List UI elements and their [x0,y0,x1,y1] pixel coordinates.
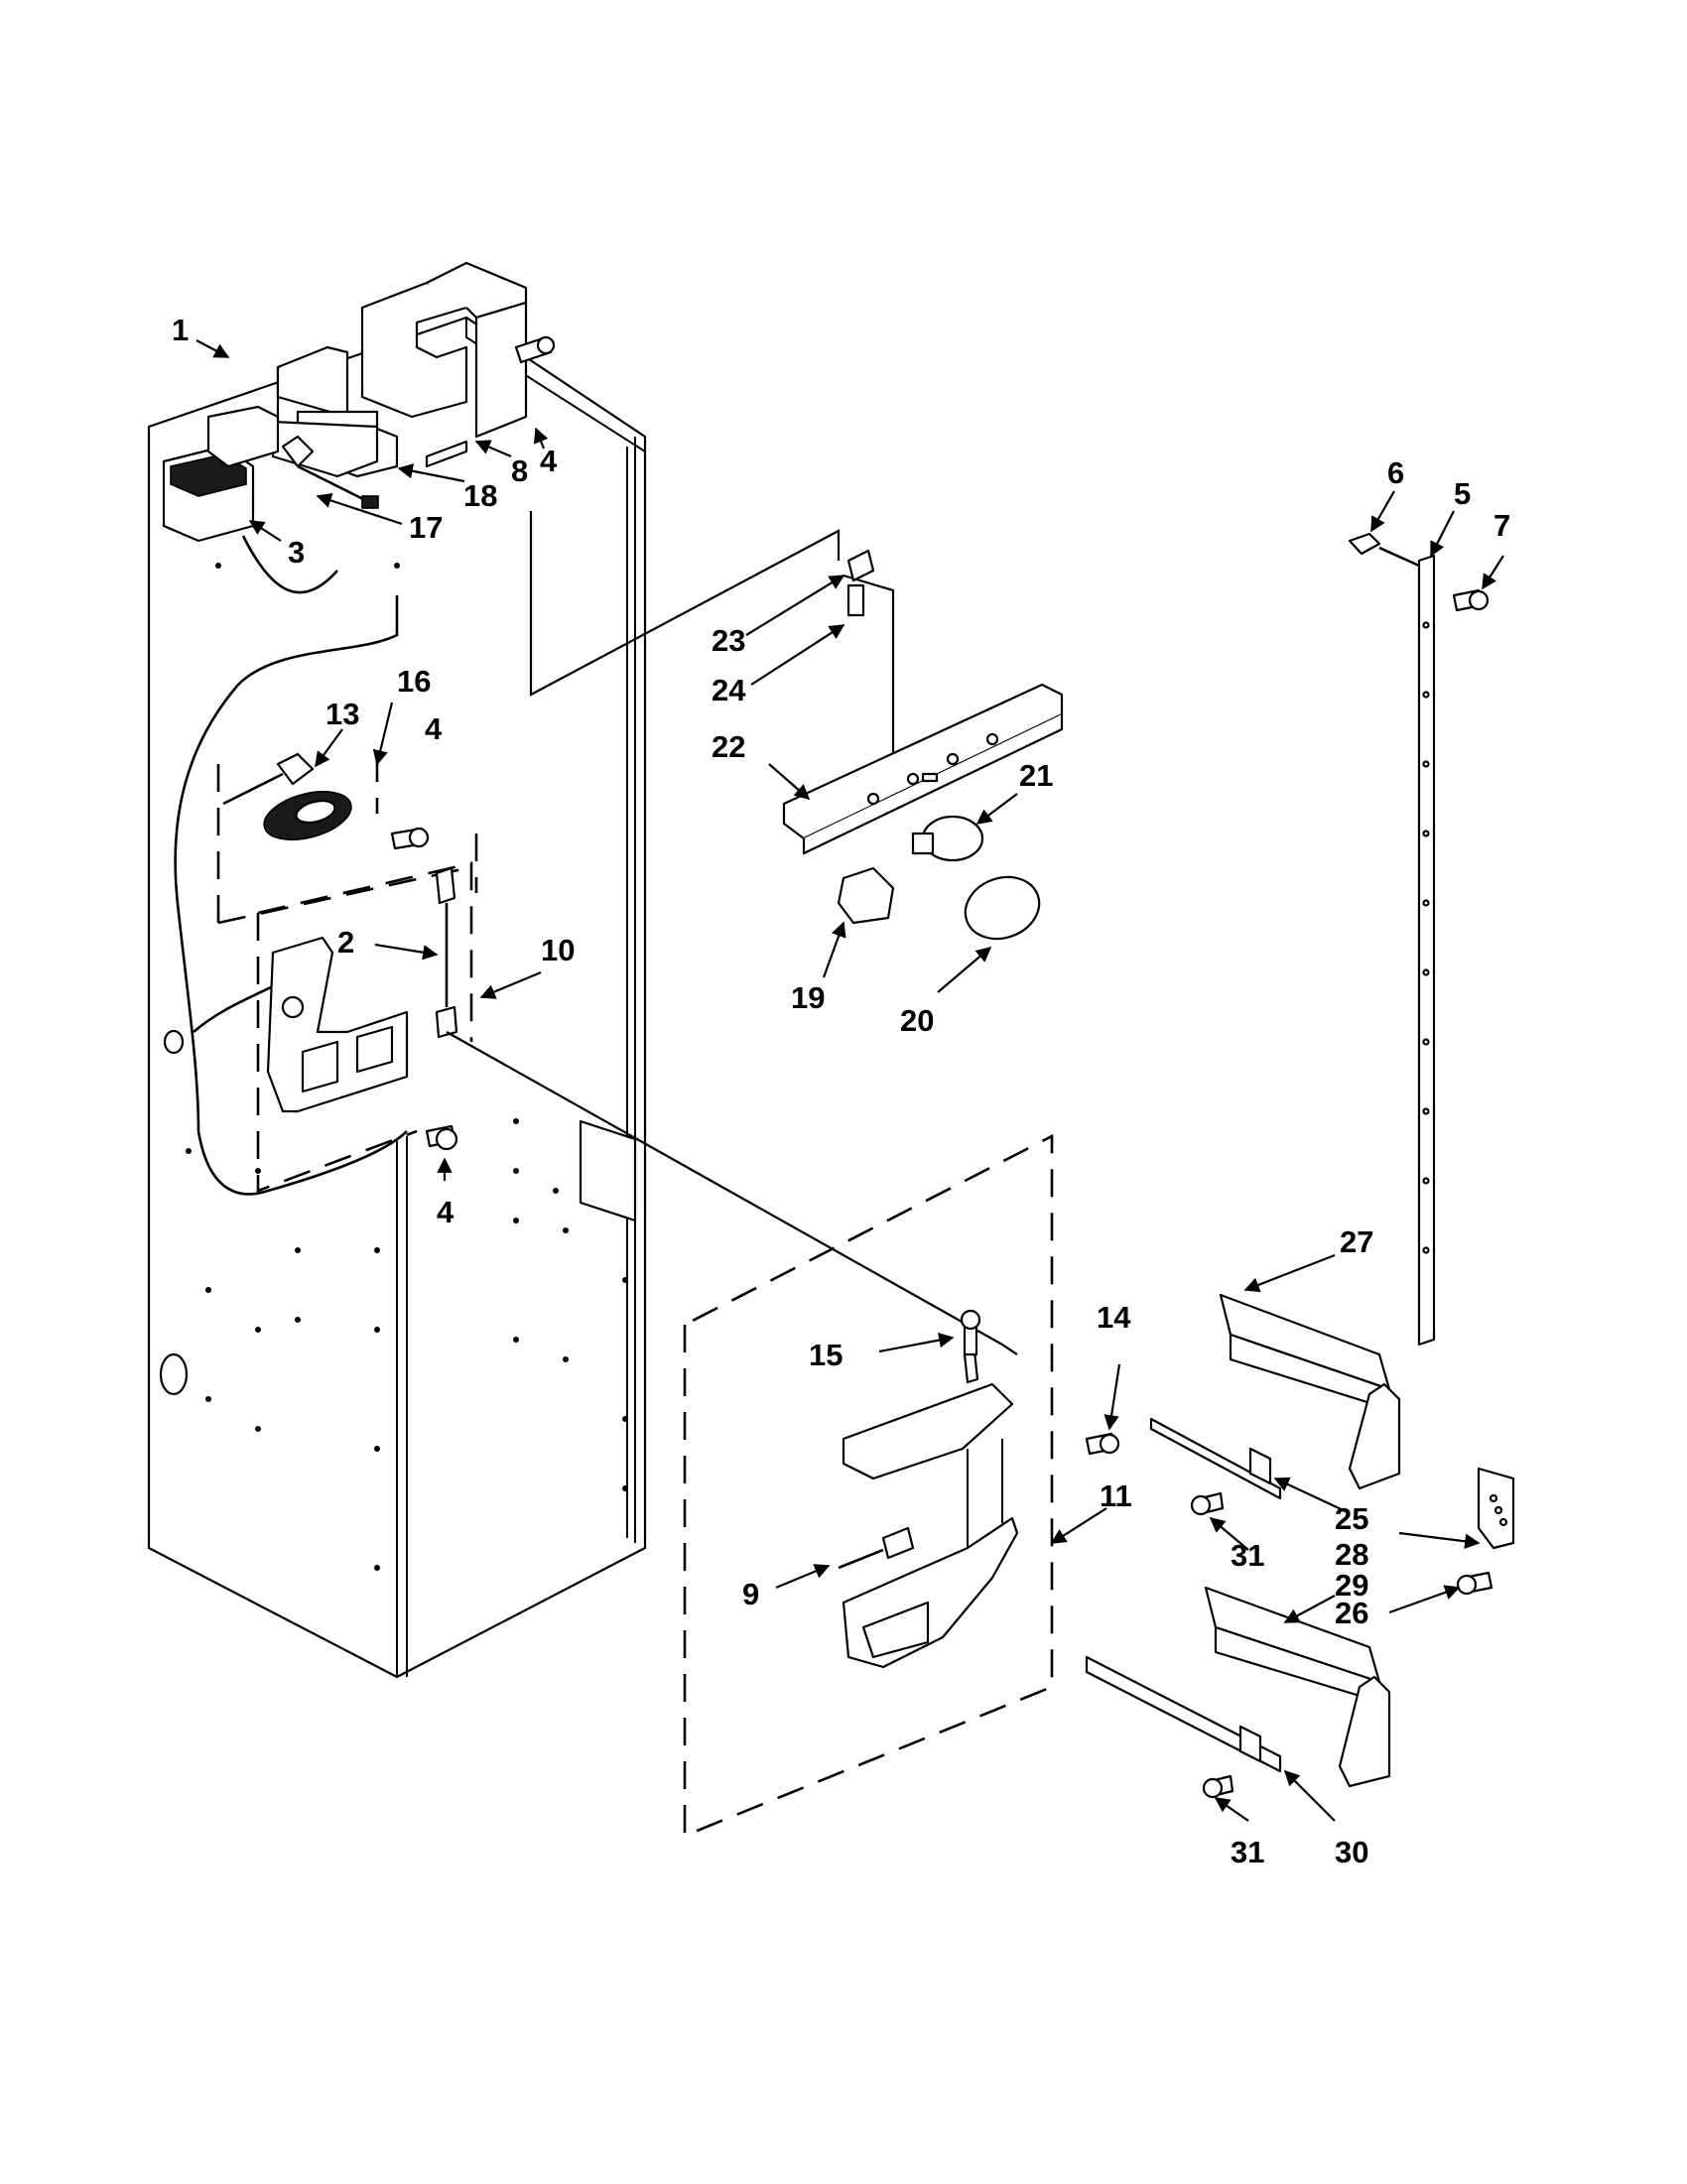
callout-14: 14 [1097,1300,1131,1335]
callout-31-upper: 31 [1231,1538,1264,1573]
end-cap-part-25 [1477,1467,1515,1550]
assembly-outline-10 [256,861,473,1193]
screw-part-31-lower [1202,1774,1234,1799]
callout-4-bottom: 4 [437,1195,454,1229]
callout-19: 19 [791,980,825,1015]
light-cover-part-20 [964,875,1041,941]
callout-29: 29 [1335,1568,1368,1603]
callout-16: 16 [397,664,431,699]
callout-21: 21 [1019,758,1053,793]
callout-10: 10 [541,933,575,967]
callout-11: 11 [1100,1478,1132,1513]
bin-cover-part-15 [842,1349,1014,1480]
callout-6: 6 [1387,455,1404,490]
screw-part-24 [846,583,865,617]
callout-22: 22 [712,729,745,764]
callout-13: 13 [325,697,359,731]
air-duct-part-18 [271,261,528,478]
thermostat-housing-part-2 [266,866,458,1113]
callout-23: 23 [712,623,745,658]
callout-3: 3 [288,535,305,570]
screw-part-4-bottom [425,1124,458,1151]
callout-31-lower: 31 [1231,1835,1264,1869]
callout-labels: 1 2 3 4 4 4 5 6 7 8 9 10 11 13 14 15 16 … [172,313,1510,1869]
callout-17: 17 [409,510,443,545]
callout-18: 18 [463,478,497,513]
shelf-lower-part-29 [1204,1586,1391,1788]
alignment-line-bin [446,1031,1018,1355]
screw-part-15 [960,1309,981,1356]
callout-4-top: 4 [540,444,558,478]
callout-24: 24 [712,673,746,707]
callout-25: 25 [1335,1501,1368,1536]
vent-housing-part-3 [162,445,338,594]
callout-28: 28 [1335,1537,1368,1572]
clip-part-23 [846,549,875,582]
callout-2: 2 [337,925,354,960]
callout-leaders [195,339,1504,1822]
callout-7: 7 [1493,508,1510,543]
callout-15: 15 [809,1338,843,1372]
alignment-line-light [529,511,841,697]
callout-4-middle: 4 [425,711,443,746]
screw-part-4-middle [390,827,430,850]
socket-part-19 [837,866,895,925]
shelf-rail-part-5 [1417,554,1436,1347]
callout-1: 1 [172,313,189,347]
rail-lower-part-30 [1085,1655,1282,1773]
screw-part-26 [1456,1571,1493,1596]
control-panel-part-16 [263,790,352,841]
screw-part-14 [1085,1432,1120,1456]
sensor-housing-part-11 [842,1439,1019,1669]
callout-27: 27 [1340,1224,1373,1259]
alignment-line-bracket [843,574,895,754]
shelf-upper-part-27 [1219,1293,1401,1490]
screw-part-4-top [514,335,556,364]
callout-30: 30 [1335,1835,1368,1869]
light-bracket-part-22 [782,683,1064,855]
switch-part-13 [222,752,315,806]
callout-9: 9 [742,1577,759,1611]
callout-5: 5 [1454,476,1471,511]
wiring-harness [174,595,408,1196]
screw-part-31-upper [1190,1491,1225,1516]
connector-part-9 [838,1526,915,1570]
assembly-outline-11 [683,1133,1054,1838]
liner-mounting-holes [186,563,628,1571]
callout-26: 26 [1335,1596,1368,1630]
rail-upper-part-28 [1149,1417,1282,1500]
fan-motor-part-17 [206,405,379,509]
callout-8: 8 [511,453,528,488]
cabinet-liner-part-1 [147,316,647,1679]
callout-20: 20 [900,1003,934,1038]
screw-part-7 [1452,588,1490,612]
bulb-part-21 [911,815,984,862]
rail-clip-part-6 [1348,532,1420,568]
